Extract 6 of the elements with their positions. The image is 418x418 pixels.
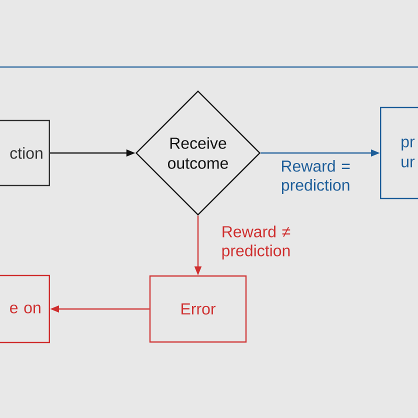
edge-label: Reward ≠ prediction [222,226,290,260]
process-box: e on [0,274,50,344]
process-box: ction [0,120,50,186]
process-box: pr ur [380,106,418,200]
process-box: Error [149,275,247,343]
edge-label: Reward = prediction [282,160,350,194]
